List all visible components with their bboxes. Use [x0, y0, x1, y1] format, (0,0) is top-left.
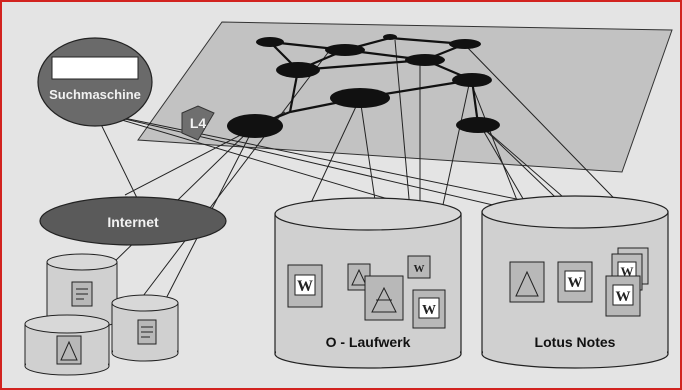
word-document-icon: W [287, 264, 323, 308]
network-node [405, 54, 445, 66]
network-node [383, 34, 397, 40]
web-server-cylinder [111, 294, 179, 362]
notes-storage: W W W Lotus Notes [481, 195, 669, 369]
word-document-icon: W [407, 255, 431, 279]
drive-storage: W W W O - Laufwerk [274, 197, 462, 369]
network-node [452, 73, 492, 87]
search-engine-label: Suchmaschine [49, 87, 141, 102]
internet: Internet [39, 196, 227, 246]
pdf-document-icon [509, 261, 545, 303]
layer-logo: L4 [181, 105, 215, 141]
svg-text:W: W [616, 289, 631, 305]
search-engine-ellipse [37, 37, 153, 127]
drive-label: O - Laufwerk [326, 334, 411, 350]
web-servers [24, 253, 179, 376]
internet-ellipse [39, 196, 227, 246]
network-node [276, 62, 320, 78]
web-server-cylinder [24, 314, 110, 376]
search-input[interactable] [51, 56, 139, 80]
network-node [256, 37, 284, 47]
notes-label: Lotus Notes [535, 334, 616, 350]
network-node [456, 117, 500, 133]
svg-text:W: W [297, 278, 313, 295]
network-node [330, 88, 390, 108]
search-engine: Suchmaschine [37, 37, 153, 127]
network-node [325, 44, 365, 56]
word-document-icon: W [557, 261, 593, 303]
svg-text:W: W [568, 275, 583, 291]
svg-text:W: W [414, 263, 425, 275]
word-document-icon: W [605, 275, 641, 317]
word-document-icon: W [412, 289, 446, 329]
network-node [227, 114, 283, 138]
svg-text:W: W [621, 264, 634, 279]
pdf-document-icon [364, 275, 404, 321]
svg-text:W: W [422, 303, 436, 318]
svg-text:L4: L4 [190, 115, 207, 131]
internet-label: Internet [107, 214, 159, 230]
network-node [449, 39, 481, 49]
network-nodes [227, 34, 500, 138]
